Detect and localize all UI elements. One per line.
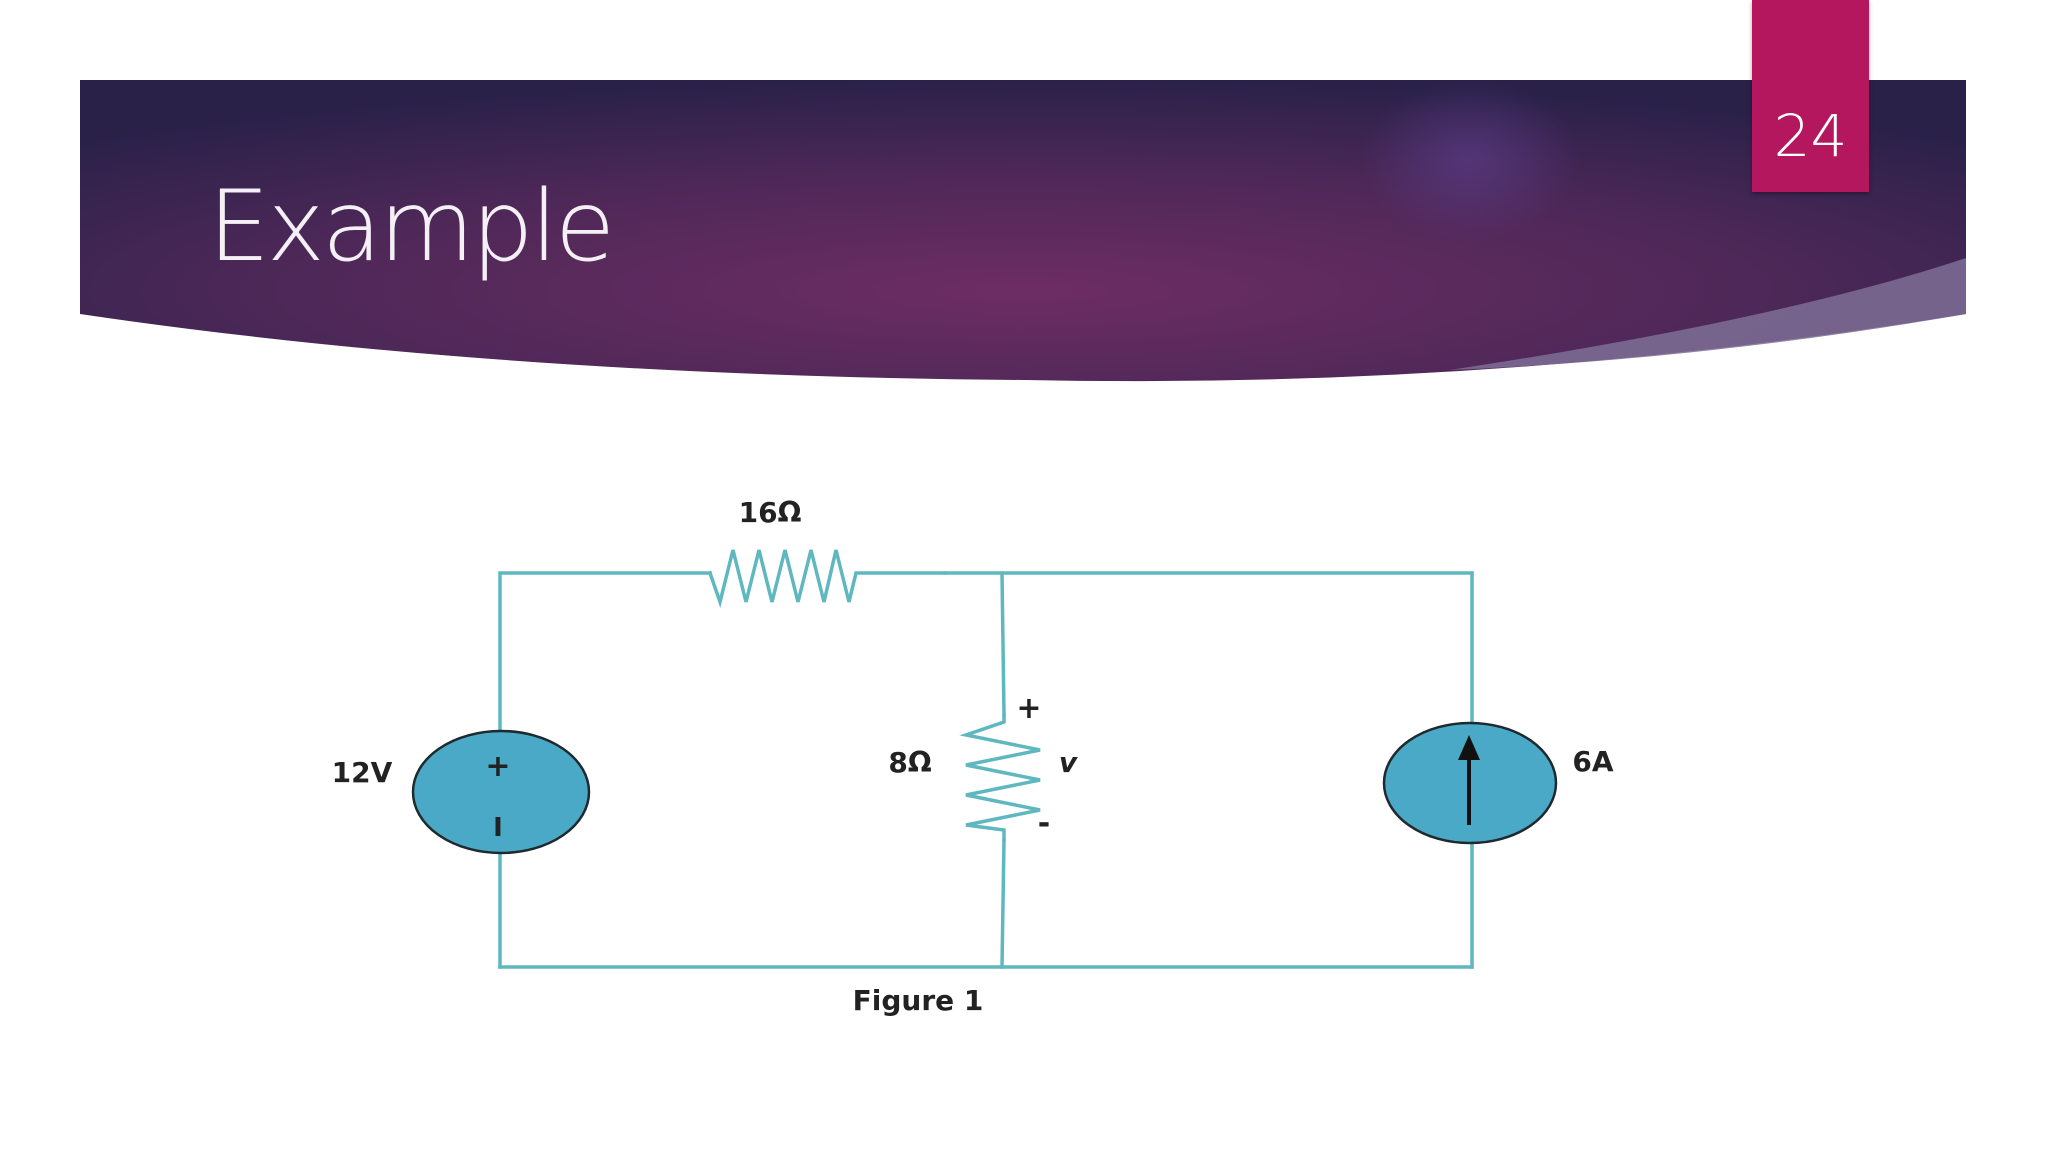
current-source-label: 6A [1572,745,1613,778]
current-arrow-head [1458,735,1480,760]
page-number: 24 [1773,102,1848,170]
resistor-8-ohm-label: 8Ω [888,746,931,779]
voltage-source-label: 12V [332,756,393,789]
voltage-plus-sign: + [1016,691,1041,726]
voltage-source-minus: I [493,813,503,843]
wire-mid-lower [1000,838,1006,969]
resistor-16-ohm-label: 16Ω [739,496,802,529]
voltage-source-plus: + [485,749,510,784]
wire-top-left [498,571,712,735]
slide-title: Example [208,170,615,284]
resistor-16-ohm [707,549,947,609]
voltage-minus-sign: - [1038,806,1050,841]
voltage-variable-label: v [1059,746,1078,779]
page-number-badge [1752,0,1869,192]
voltage-source-12v [411,729,591,855]
wire-mid-upper [1000,571,1006,717]
figure-caption: Figure 1 [853,984,984,1017]
resistor-8-ohm [959,713,1041,842]
title-banner [80,80,1966,382]
